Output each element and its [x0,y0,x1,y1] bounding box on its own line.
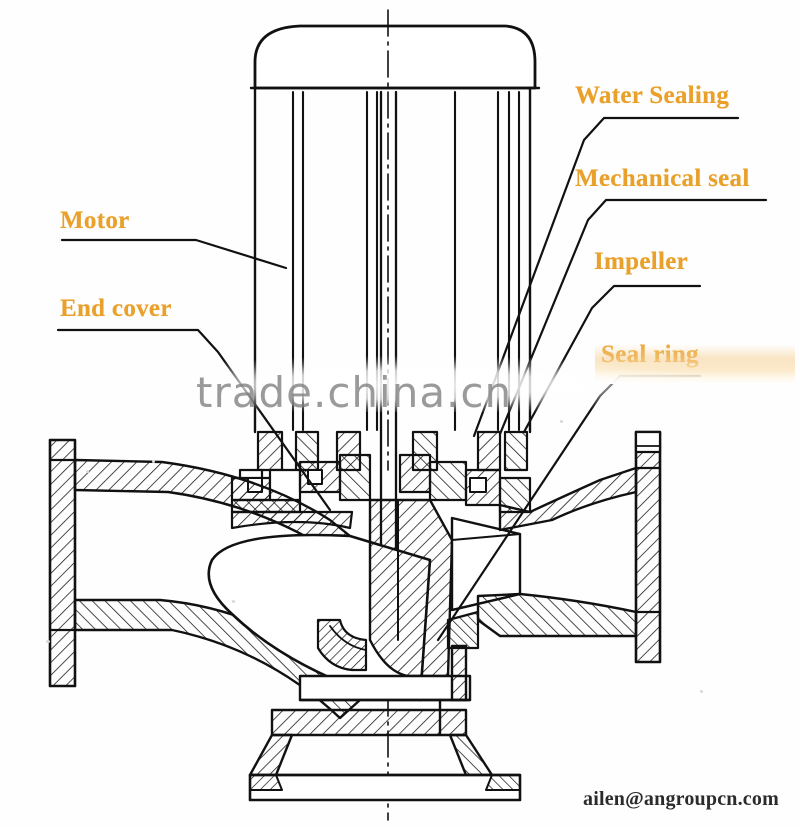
leader-motor [60,238,288,270]
seal-housing [230,453,532,514]
contact-email: ailen@angroupcn.com [583,788,779,810]
label-impeller: Impeller [594,248,689,275]
seal-ring [316,618,368,672]
impeller [368,498,522,678]
discharge-pipe [476,430,662,664]
leader-end-cover [56,328,332,512]
label-water-sealing: Water Sealing [575,82,730,109]
label-mechanical-seal: Mechanical seal [575,165,750,192]
motor-internal-lines [291,90,521,432]
label-seal-ring: Seal ring [601,341,699,368]
label-motor: Motor [60,207,130,234]
leader-mech-seal [498,198,768,436]
label-end-cover: End cover [60,295,172,322]
casing-bottom [298,674,472,702]
seal-ring-right [446,610,480,650]
leader-water-sealing [472,116,740,438]
drive-shaft [379,90,398,562]
base-pedestal [248,644,522,802]
